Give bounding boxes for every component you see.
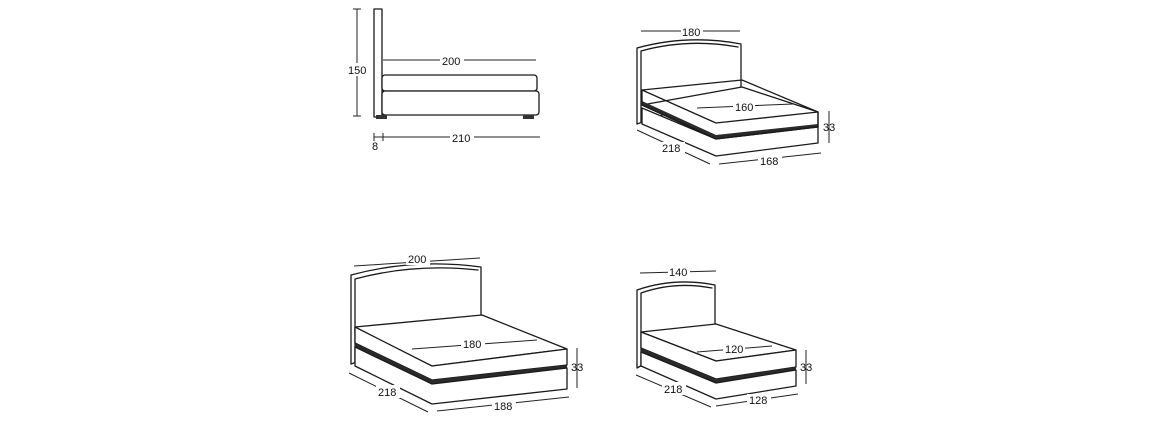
bed-160-base-width-label: 168 (760, 156, 778, 168)
side-foot-head (376, 115, 387, 119)
bed-160-view: 180 160 33 218 168 (636, 25, 835, 168)
dim-label-bg (440, 54, 464, 67)
dim-label-bg (681, 25, 703, 38)
bed-160-headboard-edge (640, 42, 739, 123)
bed-160-headboard-width-label: 180 (682, 27, 700, 39)
bed-120-headboard-edge (640, 284, 713, 367)
bed-120-band (641, 348, 796, 383)
bed-180-headboard-width-label: 200 (408, 254, 426, 266)
side-total-length-label: 210 (452, 133, 470, 145)
dim-label-bg (662, 382, 686, 395)
bed-160-top-edge (641, 79, 819, 113)
bed-120-height-label: 33 (800, 362, 812, 374)
bed-180-base-width-label: 188 (494, 401, 512, 413)
bed-160-mattress-width-label: 160 (735, 102, 753, 114)
bed-160-length-label: 218 (662, 143, 680, 155)
side-height-label: 150 (348, 65, 366, 77)
dim-label-bg (346, 63, 368, 76)
side-frame-thickness-label: 8 (372, 141, 378, 153)
dim-label-bg (668, 266, 690, 279)
side-base (381, 90, 540, 116)
dim-label-bg (492, 399, 516, 412)
dim-label-bg (406, 252, 430, 265)
side-mattress-length-label: 200 (442, 56, 460, 68)
dim-label-bg (376, 385, 400, 398)
side-mattress (381, 74, 538, 92)
bed-120-view: 140 120 33 218 128 (635, 266, 812, 408)
bed-120-mattress-width-label: 120 (725, 344, 743, 356)
bed-120-base-width-label: 128 (749, 395, 767, 407)
dim-label-bg (747, 394, 771, 407)
side-foot-end (523, 115, 534, 119)
bed-160-height-label: 33 (823, 122, 835, 134)
bed-180-view: 200 180 33 218 188 (348, 252, 583, 413)
bed-180-height-label: 33 (571, 362, 583, 374)
side-headboard (373, 8, 383, 118)
bed-180-mattress-width-label: 180 (463, 339, 481, 351)
dim-label-bg (461, 337, 485, 350)
dim-label-bg (723, 343, 745, 356)
bed-160-band (642, 101, 818, 139)
bed-120-headboard-width-label: 140 (669, 267, 687, 279)
dim-label-bg (661, 142, 685, 155)
dim-label-bg (758, 154, 782, 167)
side-view: 150 200 210 8 (346, 8, 540, 153)
bed-180-headboard-edge (354, 267, 479, 363)
bed-180-base (354, 346, 568, 405)
bed-120-length-label: 218 (664, 384, 682, 396)
dim-label-bg (733, 100, 755, 113)
bed-120-base (640, 351, 797, 400)
dim-label-bg (450, 131, 474, 144)
bed-160-mattress-outline (641, 89, 819, 140)
bed-180-length-label: 218 (378, 387, 396, 399)
